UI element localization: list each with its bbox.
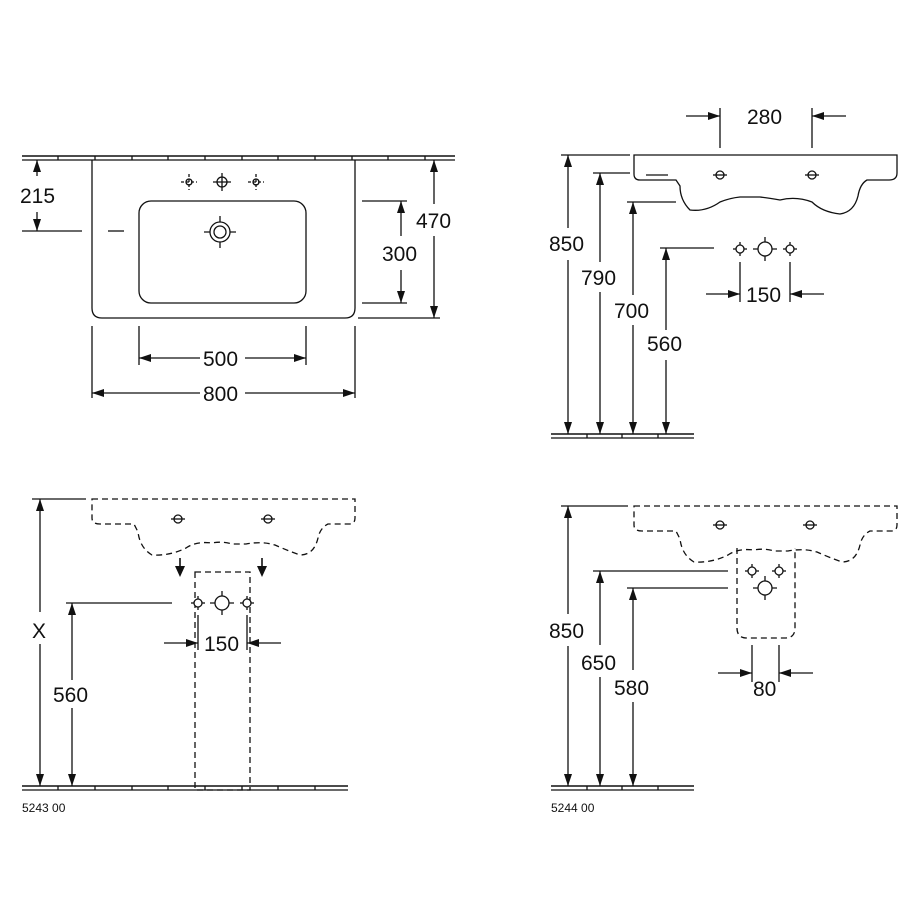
installation-5244: 850 650 580 80 5244 00 [549,505,898,815]
bowl-outline [138,200,307,304]
floor-tiles [551,785,694,791]
basin-outline [91,160,356,319]
dim-700-label: 700 [614,300,649,323]
drain-icon [204,216,236,248]
dim-650-label: 650 [581,652,616,675]
basin-profile [633,154,898,215]
dim-280-label: 280 [747,106,782,129]
dim-850-label: 850 [549,233,584,256]
tap-hole-icon [213,173,231,191]
dim-800-label: 800 [203,383,238,406]
dim-500-label: 500 [203,348,238,371]
product-code-label: 5243 00 [22,801,66,815]
basin-dashed-outline [91,498,356,556]
dim-215-label: 215 [20,185,55,208]
plan-view: 215 470 300 500 800 [20,155,455,406]
wall-connections-icon [744,563,787,601]
wall-connections-icon [190,590,255,616]
installation-5243: X 560 150 5243 00 [22,498,356,815]
dim-80-label: 80 [753,678,776,701]
dim-560-label: 560 [647,333,682,356]
dim-580-label: 580 [614,677,649,700]
basin-dashed-outline [633,505,898,563]
wall-tiles-top [22,155,455,161]
floor-tiles [551,433,694,439]
wall-connections-icon [732,236,798,262]
dim-790-label: 790 [581,267,616,290]
tap-hole-left-icon [181,174,197,190]
tap-hole-right-icon [248,174,264,190]
product-code-label: 5244 00 [551,801,595,815]
dim-470-label: 470 [416,210,451,233]
dim-300-label: 300 [382,243,417,266]
arrow-down-icon [175,558,267,577]
dim-x-label: X [32,620,46,643]
floor-tiles [22,785,348,791]
dim-850-label: 850 [549,620,584,643]
half-pedestal-dashed [736,548,796,639]
dim-560-label: 560 [53,684,88,707]
dim-150-label: 150 [204,633,239,656]
side-elevation: 280 850 790 700 [549,106,898,439]
dim-150-label: 150 [746,284,781,307]
